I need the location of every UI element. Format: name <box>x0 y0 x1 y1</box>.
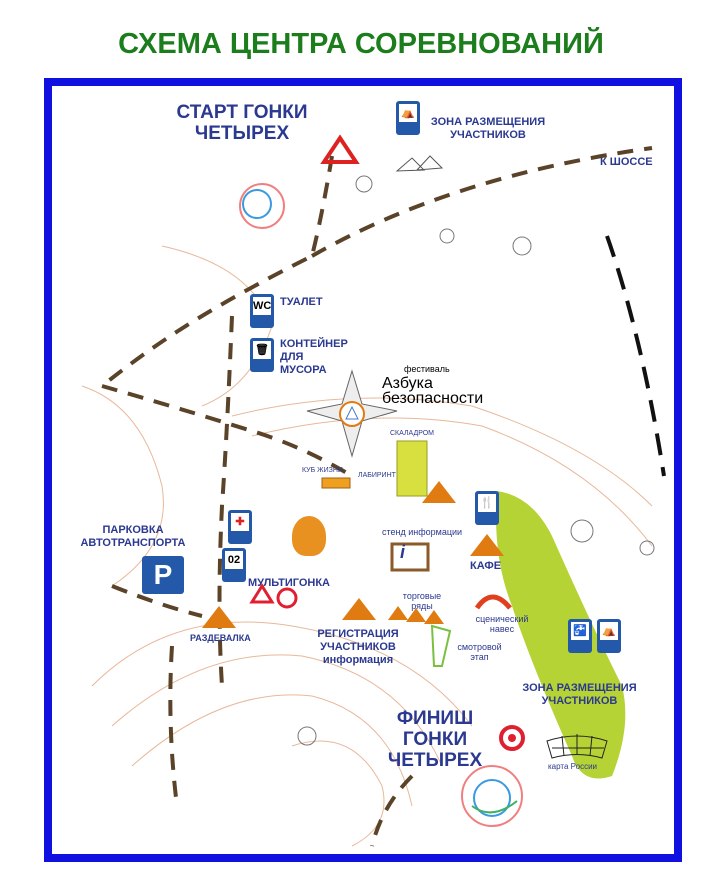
finish-target-icon <box>499 725 525 751</box>
festival-label: фестиваль <box>404 364 450 374</box>
finish-label: ФИНИШ ГОНКИ ЧЕТЫРЕХ <box>387 708 483 771</box>
tent-outline-icons <box>395 155 444 172</box>
registration-tent-icon <box>342 598 376 620</box>
start-label: СТАРТ ГОНКИ ЧЕТЫРЕХ <box>176 102 308 144</box>
life-cube-icon <box>321 477 351 489</box>
racer-emblem-icon <box>239 183 523 827</box>
registration-label: РЕГИСТРАЦИЯ УЧАСТНИКОВ информация <box>317 628 399 666</box>
camp-sign-top: ⛺ <box>396 101 420 135</box>
dirt-road <box>100 146 653 847</box>
stall-tent-icon <box>406 608 426 622</box>
parking-label: ПАРКОВКА АВТОТРАНСПОРТА <box>80 524 186 549</box>
water-tap-icon: 🚰 <box>571 622 589 640</box>
cafe-tent-icon <box>470 534 504 556</box>
tent-icon: ⛺ <box>399 104 417 122</box>
tree-icons <box>297 175 655 746</box>
climbing-wall-icon <box>396 440 428 497</box>
info-icon: i <box>400 542 406 562</box>
water-sign: 🚰 <box>568 619 592 653</box>
stall-tent-icon <box>388 606 408 620</box>
parking-sign: P <box>142 556 184 594</box>
mascot-icon <box>292 516 326 556</box>
stage-label: сценический навес <box>475 614 529 634</box>
start-triangle-icon <box>320 134 360 164</box>
multirace-label: МУЛЬТИГОНКА <box>248 577 330 589</box>
stall-tent-icon <box>424 610 444 624</box>
info-stand-icon <box>390 542 430 572</box>
wc-icon: WC <box>253 297 271 315</box>
page-title: СХЕМА ЦЕНТРА СОРЕВНОВАНИЙ <box>118 28 604 60</box>
tent-icon <box>422 481 456 503</box>
multirace-target-icon <box>249 583 298 609</box>
stalls-label: торговые ряды <box>402 591 442 611</box>
highway-label: К ШОССЕ <box>600 156 653 168</box>
camp-sign-bottom: ⛺ <box>597 619 621 653</box>
locker-tent-icon <box>202 606 236 628</box>
map-frame: СТАРТ ГОНКИ ЧЕТЫРЕХ ⛺ ЗОНА РАЗМЕЩЕНИЯ УЧ… <box>44 78 682 862</box>
russia-map-icon <box>546 734 608 759</box>
labyrinth-label: ЛАБИРИНТ <box>358 472 396 479</box>
viewpoint-zone-icon <box>430 624 452 667</box>
phone-02-icon: 02 <box>225 551 243 569</box>
tent-icon: ⛺ <box>600 622 618 640</box>
camp-top-label: ЗОНА РАЗМЕЩЕНИЯ УЧАСТНИКОВ <box>430 116 546 141</box>
camp-bottom-label: ЗОНА РАЗМЕЩЕНИЯ УЧАСТНИКОВ <box>522 682 637 707</box>
green-zone <box>496 491 626 779</box>
police-sign: 02 <box>222 548 246 582</box>
russia-map-label: карта России <box>548 762 598 771</box>
trash-label: КОНТЕЙНЕР ДЛЯ МУСОРА <box>280 338 348 376</box>
stage-icon <box>474 594 512 610</box>
cube-label: КУБ ЖИЗНИ <box>302 467 343 474</box>
compass-rose-icon <box>306 369 398 458</box>
climbing-label: СКАЛАДРОМ <box>390 430 434 437</box>
cafe-sign: 🍴 <box>475 491 499 525</box>
first-aid-icon: ✚ <box>231 513 249 531</box>
trash-sign: 🗑 <box>250 338 274 372</box>
toilet-label: ТУАЛЕТ <box>280 296 323 308</box>
festival-name-line2: безопасности <box>382 390 484 407</box>
first-aid-sign: ✚ <box>228 510 252 544</box>
viewpoint-label: смотровой этап <box>457 642 502 662</box>
highway-road <box>605 235 666 477</box>
locker-label: РАЗДЕВАЛКА <box>190 633 251 643</box>
festival-name-line1: Азбука <box>382 375 433 392</box>
trash-icon: 🗑 <box>253 341 271 359</box>
map-canvas <box>81 134 666 847</box>
info-stand-label: стенд информации <box>382 527 463 537</box>
toilet-sign: WC <box>250 294 274 328</box>
cafe-label: КАФЕ <box>470 560 502 572</box>
fork-knife-icon: 🍴 <box>478 494 496 512</box>
